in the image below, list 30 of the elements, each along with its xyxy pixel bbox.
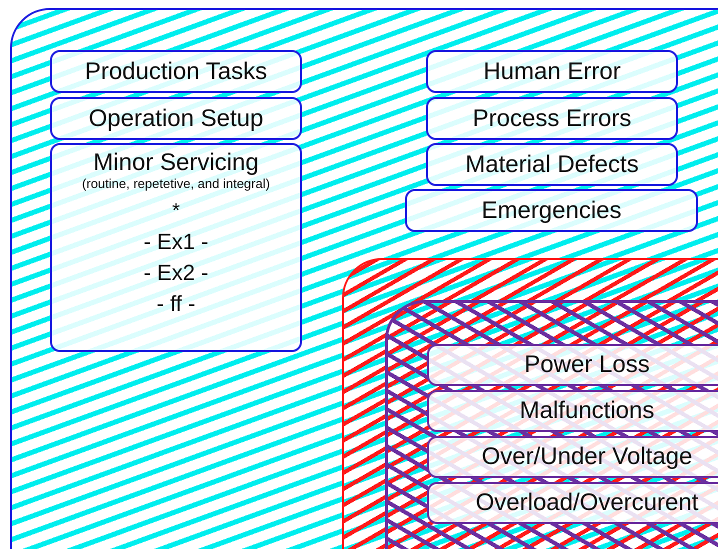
hatched-region (342, 258, 718, 549)
rounded-box (427, 344, 718, 386)
box-text: - ff - (156, 291, 196, 316)
box-label: Overload/Overcurent (476, 489, 698, 517)
rounded-box (427, 482, 718, 524)
rounded-box (405, 189, 698, 232)
rounded-box (50, 97, 302, 140)
rounded-box (50, 50, 302, 93)
box-label: Material Defects (465, 150, 639, 178)
box-label: Production Tasks (84, 58, 268, 86)
box-label: Over/Under Voltage (482, 443, 692, 471)
box-text: - Ex1 - (144, 228, 208, 254)
rounded-box (426, 50, 678, 93)
box-label: Human Error (483, 58, 621, 86)
rounded-box (426, 97, 678, 140)
box-label: Minor Servicing (93, 149, 259, 177)
box-text: * (172, 200, 180, 223)
rounded-box (426, 143, 678, 186)
box-label: Malfunctions (520, 397, 654, 425)
box-label: Emergencies (481, 196, 622, 224)
rounded-box (427, 436, 718, 478)
rounded-box (50, 143, 302, 352)
box-text: (routine, repetetive, and integral) (82, 176, 270, 192)
cross-hatched-region (385, 300, 718, 549)
hatched-region (10, 8, 718, 549)
box-label: Operation Setup (88, 104, 264, 132)
box-label: Power Loss (524, 351, 650, 379)
box-label: Process Errors (472, 104, 632, 132)
rounded-box (427, 390, 718, 432)
box-text: - Ex2 - (144, 260, 208, 286)
